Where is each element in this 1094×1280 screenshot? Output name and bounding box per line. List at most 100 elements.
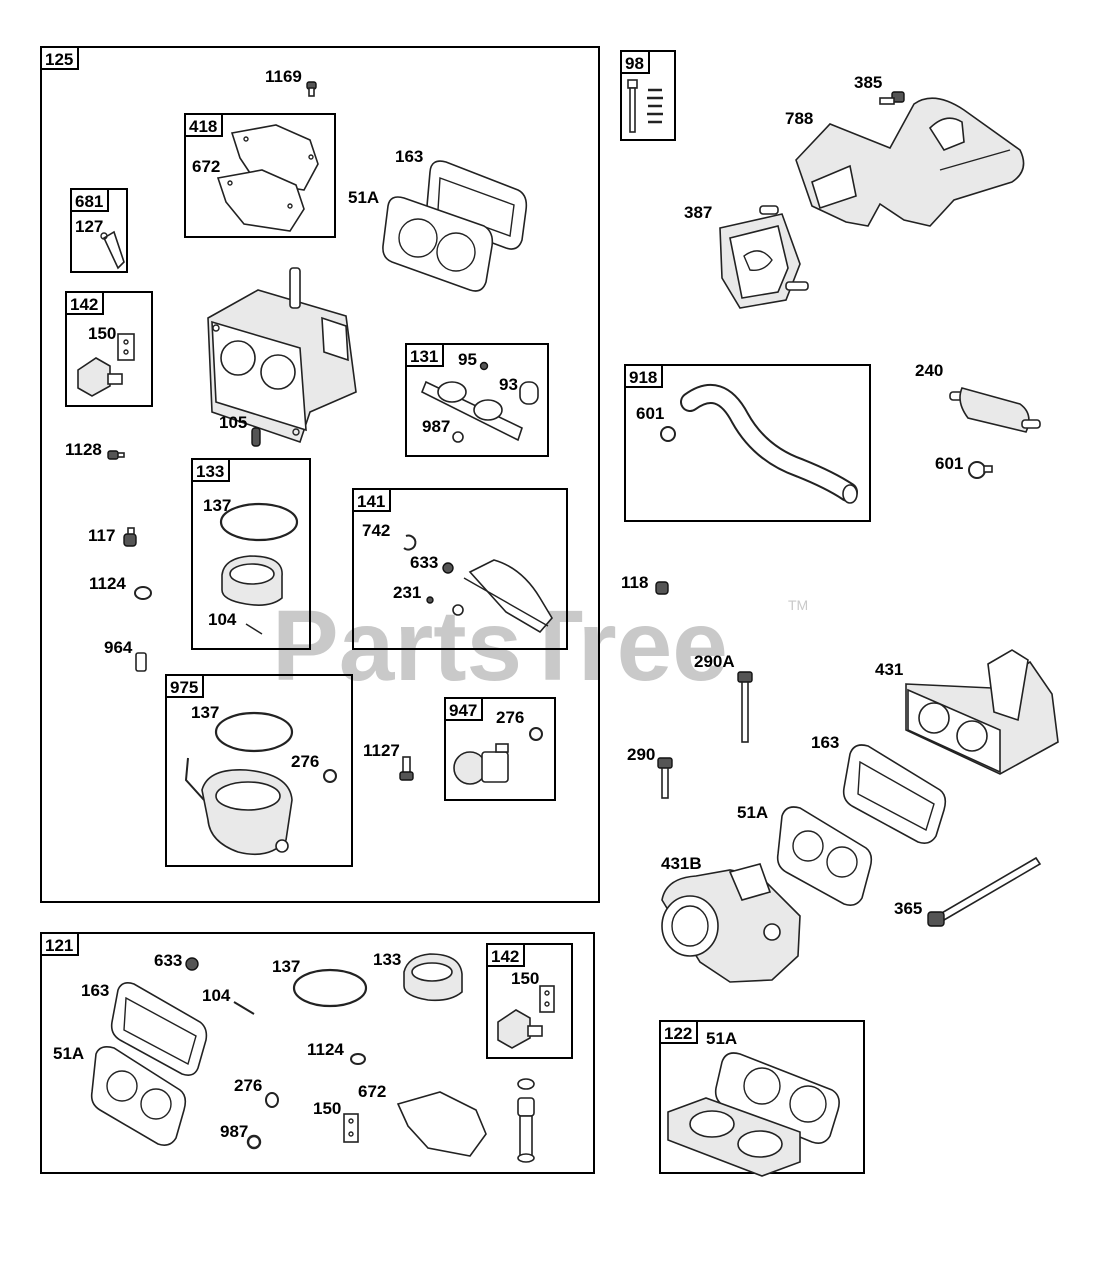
part-117-plug bbox=[123, 527, 137, 547]
part-387-fuel-pump bbox=[719, 205, 809, 309]
group-125: 125 bbox=[40, 46, 600, 903]
callout-672: 672 bbox=[192, 157, 220, 176]
part-133-float bbox=[219, 502, 299, 635]
callout-431: 431 bbox=[875, 660, 903, 679]
callout-137-975: 137 bbox=[191, 703, 219, 722]
part-122-spacer bbox=[667, 1097, 801, 1177]
callout-964: 964 bbox=[104, 638, 133, 657]
part-98-bolt-spring bbox=[627, 79, 663, 133]
group-947-label: 947 bbox=[449, 701, 477, 720]
group-122-label: 122 bbox=[664, 1024, 692, 1043]
group-418-label: 418 bbox=[189, 117, 217, 136]
callout-672-121: 672 bbox=[358, 1082, 386, 1101]
callout-137-121: 137 bbox=[272, 957, 300, 976]
group-133-label: 133 bbox=[196, 462, 224, 481]
callout-276-121: 276 bbox=[234, 1076, 262, 1095]
callout-387: 387 bbox=[684, 203, 712, 222]
part-163-gasket-right bbox=[842, 744, 947, 844]
callout-431b: 431B bbox=[661, 854, 702, 873]
callout-276-975: 276 bbox=[291, 752, 319, 771]
group-98-label: 98 bbox=[625, 54, 644, 73]
part-365-bolt bbox=[927, 856, 1042, 927]
group-131-label: 131 bbox=[410, 347, 438, 366]
group-98: 98 bbox=[620, 50, 676, 141]
part-947-solenoid bbox=[453, 727, 543, 785]
callout-987-121: 987 bbox=[220, 1122, 248, 1141]
part-788-bracket bbox=[795, 97, 1025, 227]
group-918-label: 918 bbox=[629, 368, 657, 387]
callout-104-121: 104 bbox=[202, 986, 231, 1005]
callout-163-right: 163 bbox=[811, 733, 839, 752]
part-121-51a-gasket bbox=[90, 1046, 187, 1146]
group-681-label: 681 bbox=[75, 192, 103, 211]
part-121-104-pin bbox=[233, 1001, 255, 1015]
group-142-bottom-label: 142 bbox=[491, 947, 519, 966]
callout-150: 150 bbox=[88, 324, 116, 343]
part-105-spring bbox=[251, 427, 261, 447]
part-122-51a-gasket bbox=[714, 1052, 840, 1144]
group-141: 141 bbox=[352, 488, 568, 650]
part-918-hose bbox=[660, 384, 858, 504]
callout-1124: 1124 bbox=[89, 574, 126, 593]
part-975-bowl bbox=[184, 711, 337, 856]
callout-1124-121: 1124 bbox=[307, 1040, 344, 1059]
callout-276-947: 276 bbox=[496, 708, 524, 727]
group-918: 918 bbox=[624, 364, 871, 522]
callout-137: 137 bbox=[203, 496, 231, 515]
callout-127: 127 bbox=[75, 217, 103, 236]
part-51a-gasket-top bbox=[382, 196, 494, 292]
callout-290a: 290A bbox=[694, 652, 735, 671]
callout-633: 633 bbox=[410, 553, 438, 572]
part-142-solenoid-top bbox=[77, 333, 135, 397]
group-142-top: 142 bbox=[65, 291, 153, 407]
part-carburetor-body bbox=[207, 267, 357, 444]
callout-150-121: 150 bbox=[313, 1099, 341, 1118]
part-385-bolt bbox=[879, 91, 905, 105]
part-121-1124-oring bbox=[350, 1053, 366, 1065]
callout-601: 601 bbox=[935, 454, 963, 473]
group-133: 133 bbox=[191, 458, 311, 650]
part-672-plate bbox=[216, 169, 305, 232]
part-142-solenoid-bottom bbox=[497, 985, 555, 1049]
callout-1169: 1169 bbox=[265, 67, 302, 86]
group-121: 121 bbox=[40, 932, 595, 1174]
watermark: PartsTree bbox=[272, 590, 728, 702]
callout-51a-right: 51A bbox=[737, 803, 768, 822]
part-121-672-plate bbox=[396, 1091, 487, 1157]
callout-633-121: 633 bbox=[154, 951, 182, 970]
part-1169-screw bbox=[306, 81, 317, 97]
callout-365: 365 bbox=[894, 899, 922, 918]
callout-104: 104 bbox=[208, 610, 237, 629]
callout-133-121: 133 bbox=[373, 950, 401, 969]
part-290a-bolt bbox=[737, 671, 753, 743]
callout-95: 95 bbox=[458, 350, 477, 369]
part-118-plug bbox=[655, 581, 669, 595]
callout-240: 240 bbox=[915, 361, 943, 380]
group-125-label: 125 bbox=[45, 50, 73, 69]
group-975: 975 bbox=[165, 674, 353, 867]
part-1124-oring bbox=[134, 586, 152, 600]
group-142-bottom: 142 bbox=[486, 943, 573, 1059]
part-964-sleeve bbox=[135, 652, 147, 672]
callout-385: 385 bbox=[854, 73, 882, 92]
group-975-label: 975 bbox=[170, 678, 198, 697]
callout-163: 163 bbox=[395, 147, 423, 166]
callout-105: 105 bbox=[219, 413, 247, 432]
callout-150-142b: 150 bbox=[511, 969, 539, 988]
group-681: 681 bbox=[70, 188, 128, 273]
part-290-bolt bbox=[657, 757, 673, 799]
callout-601-918: 601 bbox=[636, 404, 664, 423]
group-141-label: 141 bbox=[357, 492, 385, 511]
part-240-fuel-filter bbox=[949, 387, 1041, 433]
callout-1128: 1128 bbox=[65, 440, 102, 459]
callout-51a-121: 51A bbox=[53, 1044, 84, 1063]
part-141-choke bbox=[403, 534, 553, 634]
group-142-top-label: 142 bbox=[70, 295, 98, 314]
part-601-clamp bbox=[968, 461, 993, 479]
part-51a-gasket-right bbox=[776, 806, 873, 906]
part-121-163-gasket bbox=[110, 982, 208, 1076]
watermark-trademark: TM bbox=[788, 597, 808, 613]
part-431-adapter bbox=[905, 649, 1059, 775]
part-121-276-oring bbox=[265, 1092, 279, 1108]
